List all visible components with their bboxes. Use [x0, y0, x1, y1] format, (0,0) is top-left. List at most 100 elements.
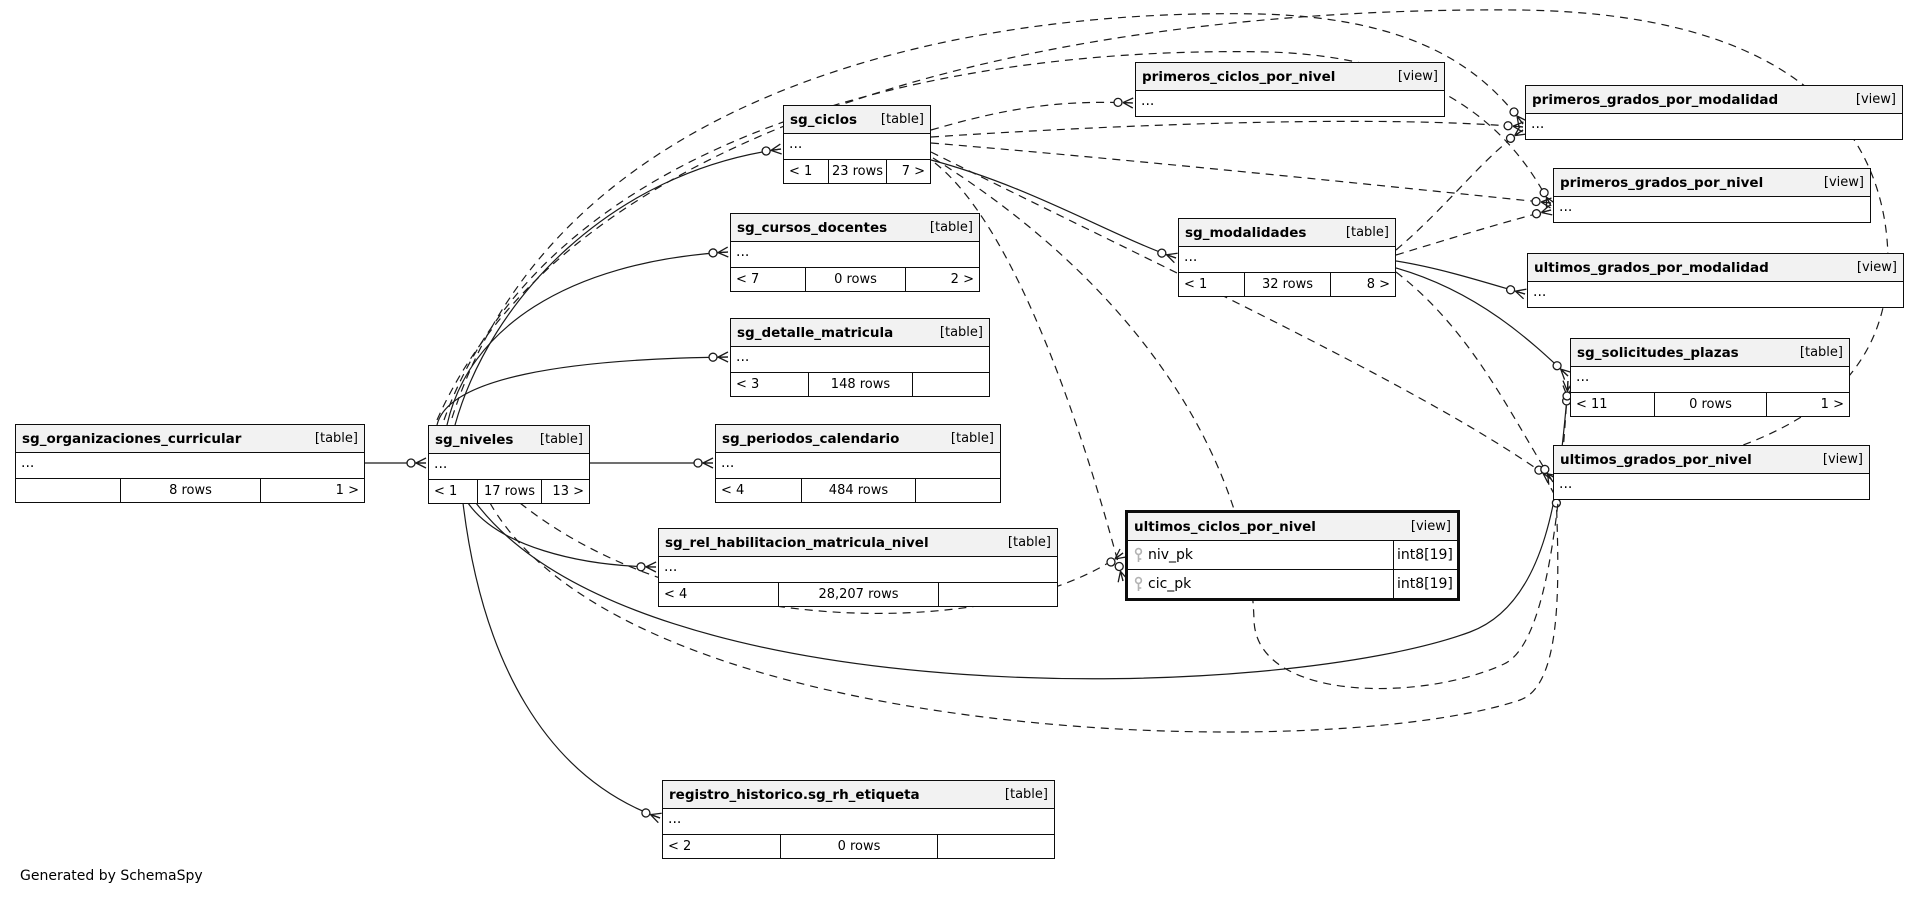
footer-rows: 0 rows	[780, 835, 936, 858]
relationship-line	[475, 385, 1574, 680]
entity-sg-niveles: sg_niveles [table] ... < 1 17 rows 13 >	[428, 425, 590, 504]
entity-header[interactable]: primeros_grados_por_nivel [view]	[1554, 169, 1870, 197]
entity-header[interactable]: sg_ciclos [table]	[784, 106, 930, 134]
column-row[interactable]: niv_pk int8[19]	[1128, 541, 1457, 569]
entity-type-tag: [table]	[929, 220, 973, 235]
entity-name: sg_ciclos	[790, 111, 858, 128]
entity-header[interactable]: sg_organizaciones_curricular [table]	[16, 425, 364, 453]
entity-name: registro_historico.sg_rh_etiqueta	[669, 786, 920, 803]
columns-ellipsis[interactable]: ...	[1559, 199, 1573, 215]
footer-parents: < 2	[668, 839, 692, 854]
entity-ultimos-grados-por-nivel: ultimos_grados_por_nivel [view] ...	[1553, 445, 1870, 500]
entity-type-tag: [table]	[1345, 225, 1389, 240]
entity-header[interactable]: primeros_ciclos_por_nivel [view]	[1136, 63, 1444, 91]
entity-type-tag: [view]	[1855, 92, 1896, 107]
entity-primeros-grados-por-nivel: primeros_grados_por_nivel [view] ...	[1553, 168, 1871, 223]
footer-rows: 32 rows	[1243, 273, 1330, 296]
footer-children	[937, 583, 1057, 606]
relationship-line	[1395, 267, 1572, 380]
columns-ellipsis[interactable]: ...	[434, 456, 448, 472]
footer-rows: 17 rows	[477, 480, 541, 503]
entity-name: sg_detalle_matricula	[737, 324, 894, 341]
relationship-line	[519, 502, 1127, 614]
entity-header[interactable]: ultimos_grados_por_nivel [view]	[1554, 446, 1869, 474]
footer-parents: < 11	[1576, 397, 1608, 412]
relationship-line	[1395, 271, 1558, 485]
columns-ellipsis[interactable]: ...	[664, 559, 678, 575]
entity-type-tag: [table]	[1799, 345, 1843, 360]
footer-parents: < 1	[434, 484, 458, 499]
columns-ellipsis[interactable]: ...	[1576, 369, 1590, 385]
relationship-line	[934, 162, 1129, 583]
footer-children: 8 >	[1330, 273, 1395, 296]
footer-rows: 8 rows	[120, 479, 259, 502]
columns-ellipsis[interactable]: ...	[1141, 93, 1155, 109]
relationship-line	[489, 487, 1562, 733]
key-icon	[1128, 576, 1148, 593]
entity-type-tag: [view]	[1823, 175, 1864, 190]
footer-rows: 484 rows	[801, 479, 915, 502]
entity-header[interactable]: sg_periodos_calendario [table]	[716, 425, 1000, 453]
entity-footer: < 3 148 rows	[731, 372, 989, 396]
entity-header[interactable]: sg_cursos_docentes [table]	[731, 214, 979, 242]
columns-ellipsis[interactable]: ...	[1531, 116, 1545, 132]
relationship-line	[930, 120, 1524, 138]
entity-name: primeros_ciclos_por_nivel	[1142, 68, 1336, 85]
entity-footer: < 1 23 rows 7 >	[784, 159, 930, 183]
entity-header[interactable]: sg_detalle_matricula [table]	[731, 319, 989, 347]
entity-footer: < 7 0 rows 2 >	[731, 267, 979, 291]
footer-children: 7 >	[886, 160, 930, 183]
columns-ellipsis[interactable]: ...	[1533, 284, 1547, 300]
footer-parents: < 4	[721, 483, 745, 498]
entity-header[interactable]: registro_historico.sg_rh_etiqueta [table…	[663, 781, 1054, 809]
columns-ellipsis[interactable]: ...	[21, 455, 35, 471]
entity-type-tag: [table]	[1007, 535, 1051, 550]
entity-sg-detalle-matricula: sg_detalle_matricula [table] ... < 3 148…	[730, 318, 990, 397]
entity-name: ultimos_ciclos_por_nivel	[1134, 518, 1316, 535]
entity-type-tag: [table]	[880, 112, 924, 127]
entity-footer: < 4 484 rows	[716, 478, 1000, 502]
entity-type-tag: [table]	[939, 325, 983, 340]
footer-rows: 23 rows	[827, 160, 886, 183]
entity-registro-historico-sg-rh-etiqueta: registro_historico.sg_rh_etiqueta [table…	[662, 780, 1055, 859]
columns-ellipsis[interactable]: ...	[721, 455, 735, 471]
entity-header[interactable]: primeros_grados_por_modalidad [view]	[1526, 86, 1902, 114]
footer-children: 13 >	[541, 480, 589, 503]
entity-header[interactable]: sg_niveles [table]	[429, 426, 589, 454]
entity-name: sg_solicitudes_plazas	[1577, 344, 1739, 361]
relationship-line	[436, 351, 729, 426]
entity-footer: < 1 17 rows 13 >	[429, 479, 589, 503]
entity-footer: 8 rows 1 >	[16, 478, 364, 502]
footer-children: 1 >	[259, 479, 364, 502]
relationship-line	[443, 51, 1556, 421]
columns-ellipsis[interactable]: ...	[736, 349, 750, 365]
columns-ellipsis[interactable]: ...	[736, 244, 750, 260]
columns-ellipsis[interactable]: ...	[1184, 249, 1198, 265]
columns-ellipsis[interactable]: ...	[789, 136, 803, 152]
entity-sg-rel-habilitacion-matricula-nivel: sg_rel_habilitacion_matricula_nivel [tab…	[658, 528, 1058, 607]
entity-name: sg_modalidades	[1185, 224, 1307, 241]
entity-name: primeros_grados_por_modalidad	[1532, 91, 1779, 108]
footer-parents: < 4	[664, 587, 688, 602]
entity-header[interactable]: sg_rel_habilitacion_matricula_nivel [tab…	[659, 529, 1057, 557]
entity-type-tag: [view]	[1822, 452, 1863, 467]
column-name: niv_pk	[1148, 547, 1194, 563]
relationship-line	[1395, 260, 1527, 300]
footer-parents: < 3	[736, 377, 760, 392]
column-row[interactable]: cic_pk int8[19]	[1128, 569, 1457, 598]
entity-name: ultimos_grados_por_nivel	[1560, 451, 1752, 468]
entity-header[interactable]: ultimos_ciclos_por_nivel [view]	[1128, 513, 1457, 541]
footer-children: 1 >	[1765, 393, 1849, 416]
columns-ellipsis[interactable]: ...	[668, 811, 682, 827]
entity-header[interactable]: sg_modalidades [table]	[1179, 219, 1395, 247]
entity-header[interactable]: ultimos_grados_por_modalidad [view]	[1528, 254, 1903, 282]
footer-children	[936, 835, 1054, 858]
entity-ultimos-ciclos-por-nivel: ultimos_ciclos_por_nivel [view] niv_pk i…	[1125, 510, 1460, 601]
entity-type-tag: [table]	[1004, 787, 1048, 802]
footer-rows: 28,207 rows	[778, 583, 937, 606]
columns-ellipsis[interactable]: ...	[1559, 476, 1573, 492]
entity-footer: < 11 0 rows 1 >	[1571, 392, 1849, 416]
entity-name: sg_organizaciones_curricular	[22, 430, 242, 447]
entity-header[interactable]: sg_solicitudes_plazas [table]	[1571, 339, 1849, 367]
column-type: int8[19]	[1393, 541, 1457, 569]
